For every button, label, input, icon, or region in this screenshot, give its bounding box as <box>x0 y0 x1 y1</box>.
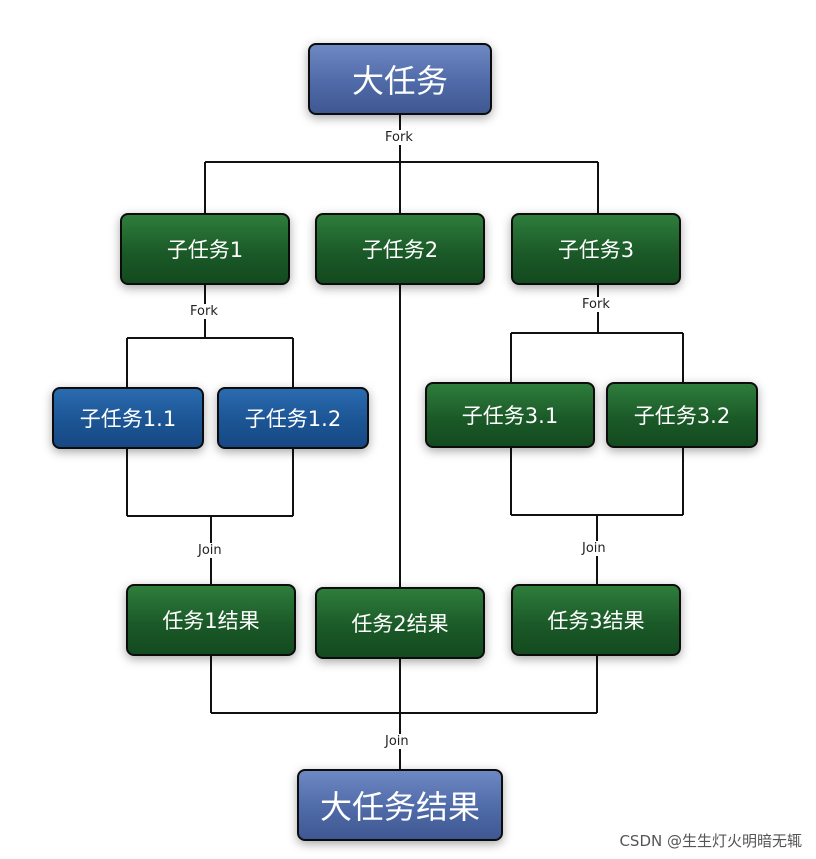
node-result-3: 任务3结果 <box>511 584 681 656</box>
node-subtask-2: 子任务2 <box>315 213 485 285</box>
label-join-sub3: Join <box>581 541 607 556</box>
node-subtask-3-1: 子任务3.1 <box>425 382 595 448</box>
csdn-watermark: CSDN @生生灯火明暗无辄 <box>619 832 802 850</box>
label-fork-root: Fork <box>384 130 414 145</box>
node-subtask-3: 子任务3 <box>511 213 681 285</box>
node-big-task-result: 大任务结果 <box>297 769 503 841</box>
label-join-final: Join <box>384 734 410 749</box>
node-big-task: 大任务 <box>308 43 492 115</box>
label-join-sub1: Join <box>197 543 223 558</box>
node-result-1: 任务1结果 <box>126 584 296 656</box>
label-fork-sub1: Fork <box>189 304 219 319</box>
node-subtask-1-1: 子任务1.1 <box>52 387 204 449</box>
label-fork-sub3: Fork <box>581 297 611 312</box>
node-subtask-1: 子任务1 <box>120 213 290 285</box>
node-subtask-3-2: 子任务3.2 <box>606 382 758 448</box>
node-result-2: 任务2结果 <box>315 587 485 659</box>
node-subtask-1-2: 子任务1.2 <box>217 387 369 449</box>
